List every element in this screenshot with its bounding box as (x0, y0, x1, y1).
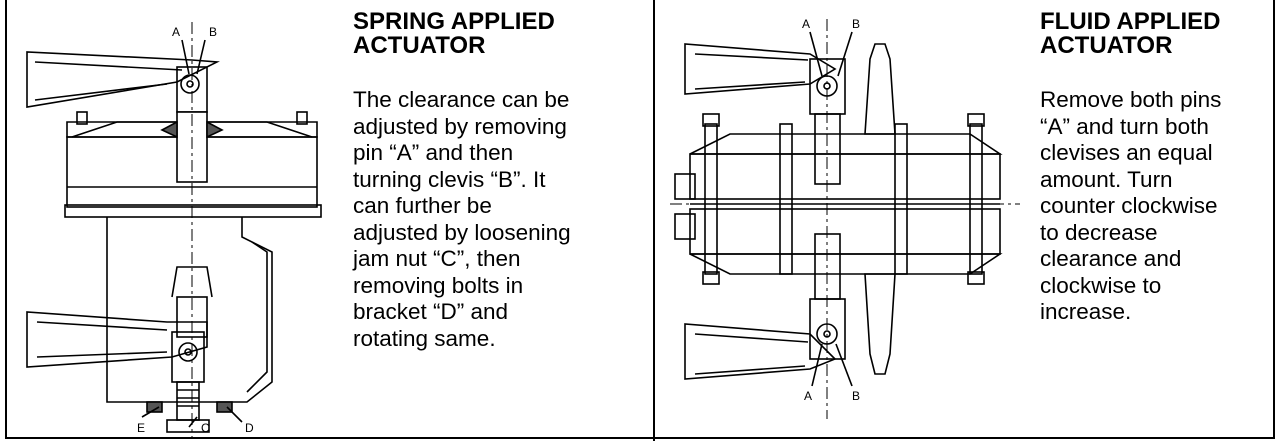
spring-applied-text: SPRING APPLIED ACTUATOR The clearance ca… (353, 10, 653, 352)
label-a-bottom: A (804, 389, 812, 403)
spring-applied-instructions: The clearance can be adjusted by removin… (353, 87, 571, 351)
title-line-2: ACTUATOR (1040, 32, 1173, 59)
spring-applied-panel: A B E C D SPRING APPLIED ACTUATOR The cl… (7, 0, 653, 441)
title-line-1: SPRING APPLIED (353, 8, 555, 35)
title-line-1: FLUID APPLIED (1040, 8, 1221, 35)
spring-actuator-diagram: A B E C D (26, 22, 322, 437)
column-divider (653, 0, 655, 441)
fluid-applied-text: FLUID APPLIED ACTUATOR Remove both pins … (1040, 10, 1270, 326)
label-a-top: A (802, 17, 810, 31)
document-frame (5, 0, 1275, 439)
fluid-applied-panel: A B A B FLUID APPLIED ACTUATOR Remove bo… (655, 0, 1273, 441)
spring-applied-title: SPRING APPLIED ACTUATOR (353, 10, 653, 58)
label-c: C (201, 421, 210, 435)
title-line-2: ACTUATOR (353, 32, 486, 59)
label-a: A (172, 25, 180, 39)
label-b-top: B (852, 17, 860, 31)
fluid-applied-title: FLUID APPLIED ACTUATOR (1040, 10, 1270, 58)
fluid-applied-instructions: Remove both pins “A” and turn both clevi… (1040, 87, 1222, 324)
label-e: E (137, 421, 145, 435)
label-d: D (245, 421, 254, 435)
fluid-actuator-diagram: A B A B (670, 17, 1020, 419)
label-b: B (209, 25, 217, 39)
label-b-bottom: B (852, 389, 860, 403)
